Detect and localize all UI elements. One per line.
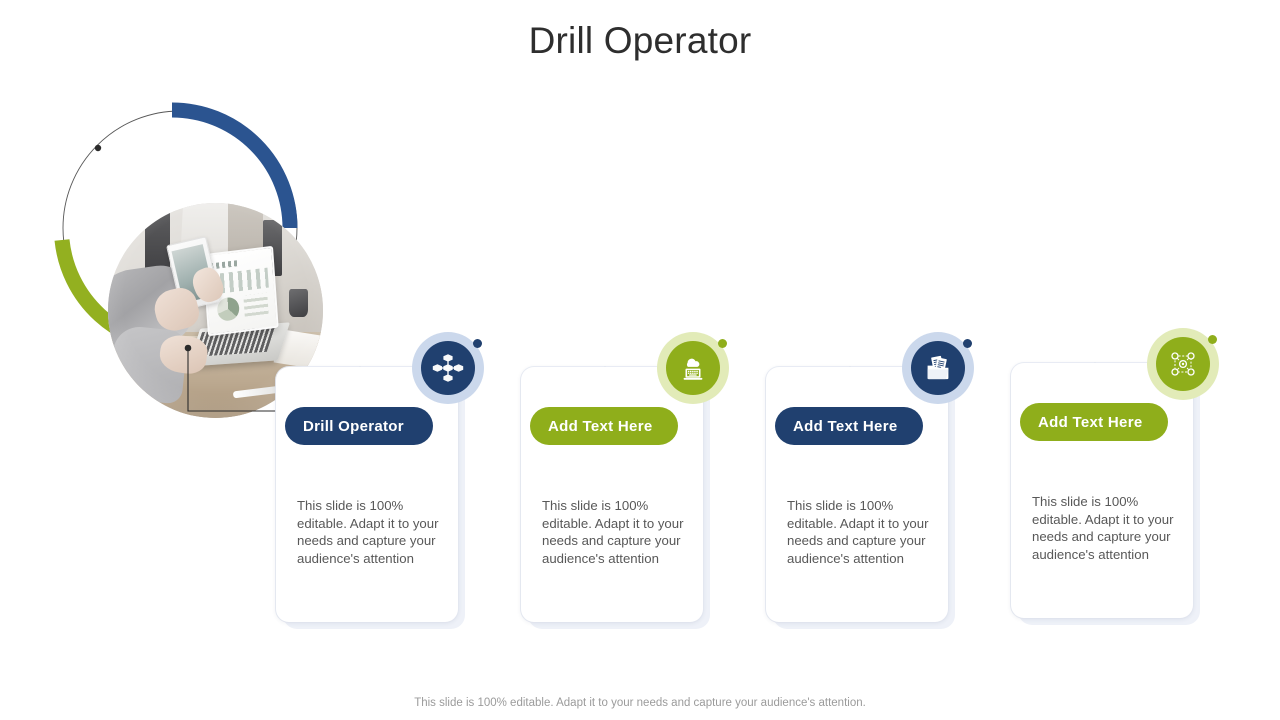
badge-dot — [473, 339, 482, 348]
card-4-label-text: Add Text Here — [1038, 413, 1143, 431]
card-4-body: This slide is 100% editable. Adapt it to… — [1032, 494, 1174, 562]
card-3[interactable]: Add Text Here This slide is 100% editabl… — [763, 332, 1013, 655]
footer-note: This slide is 100% editable. Adapt it to… — [414, 697, 866, 709]
card-1-body: This slide is 100% editable. Adapt it to… — [297, 498, 439, 566]
card-panel — [1011, 363, 1193, 618]
connected-cubes-icon — [421, 341, 475, 395]
card-2-icon-badge[interactable] — [657, 332, 729, 404]
card-1[interactable]: Drill Operator This slide is 100% editab… — [273, 332, 523, 655]
card-4-icon-badge[interactable] — [1147, 328, 1219, 400]
card-3-body: This slide is 100% editable. Adapt it to… — [787, 498, 929, 566]
card-4[interactable]: Add Text Here This slide is 100% editabl… — [1008, 328, 1258, 651]
page-title: Drill Operator — [528, 20, 752, 61]
hero-visual — [50, 100, 323, 418]
card-panel — [521, 367, 703, 622]
card-2[interactable]: Add Text Here This slide is 100% editabl… — [518, 332, 768, 655]
card-3-label-text: Add Text Here — [793, 417, 898, 435]
card-3-label[interactable]: Add Text Here — [775, 407, 923, 445]
card-2-label[interactable]: Add Text Here — [530, 407, 678, 445]
card-2-body: This slide is 100% editable. Adapt it to… — [542, 498, 684, 566]
badge-dot — [1208, 335, 1217, 344]
cloud-laptop-icon — [666, 341, 720, 395]
team-working-photo — [108, 203, 323, 418]
card-panel — [766, 367, 948, 622]
card-1-label[interactable]: Drill Operator — [285, 407, 433, 445]
card-4-label[interactable]: Add Text Here — [1020, 403, 1168, 441]
card-2-label-text: Add Text Here — [548, 417, 653, 435]
card-1-icon-badge[interactable] — [412, 332, 484, 404]
card-1-label-text: Drill Operator — [303, 417, 404, 435]
badge-dot — [718, 339, 727, 348]
network-nodes-icon — [1156, 337, 1210, 391]
folder-documents-icon — [911, 341, 965, 395]
card-panel — [276, 367, 458, 622]
card-3-icon-badge[interactable] — [902, 332, 974, 404]
badge-dot — [963, 339, 972, 348]
